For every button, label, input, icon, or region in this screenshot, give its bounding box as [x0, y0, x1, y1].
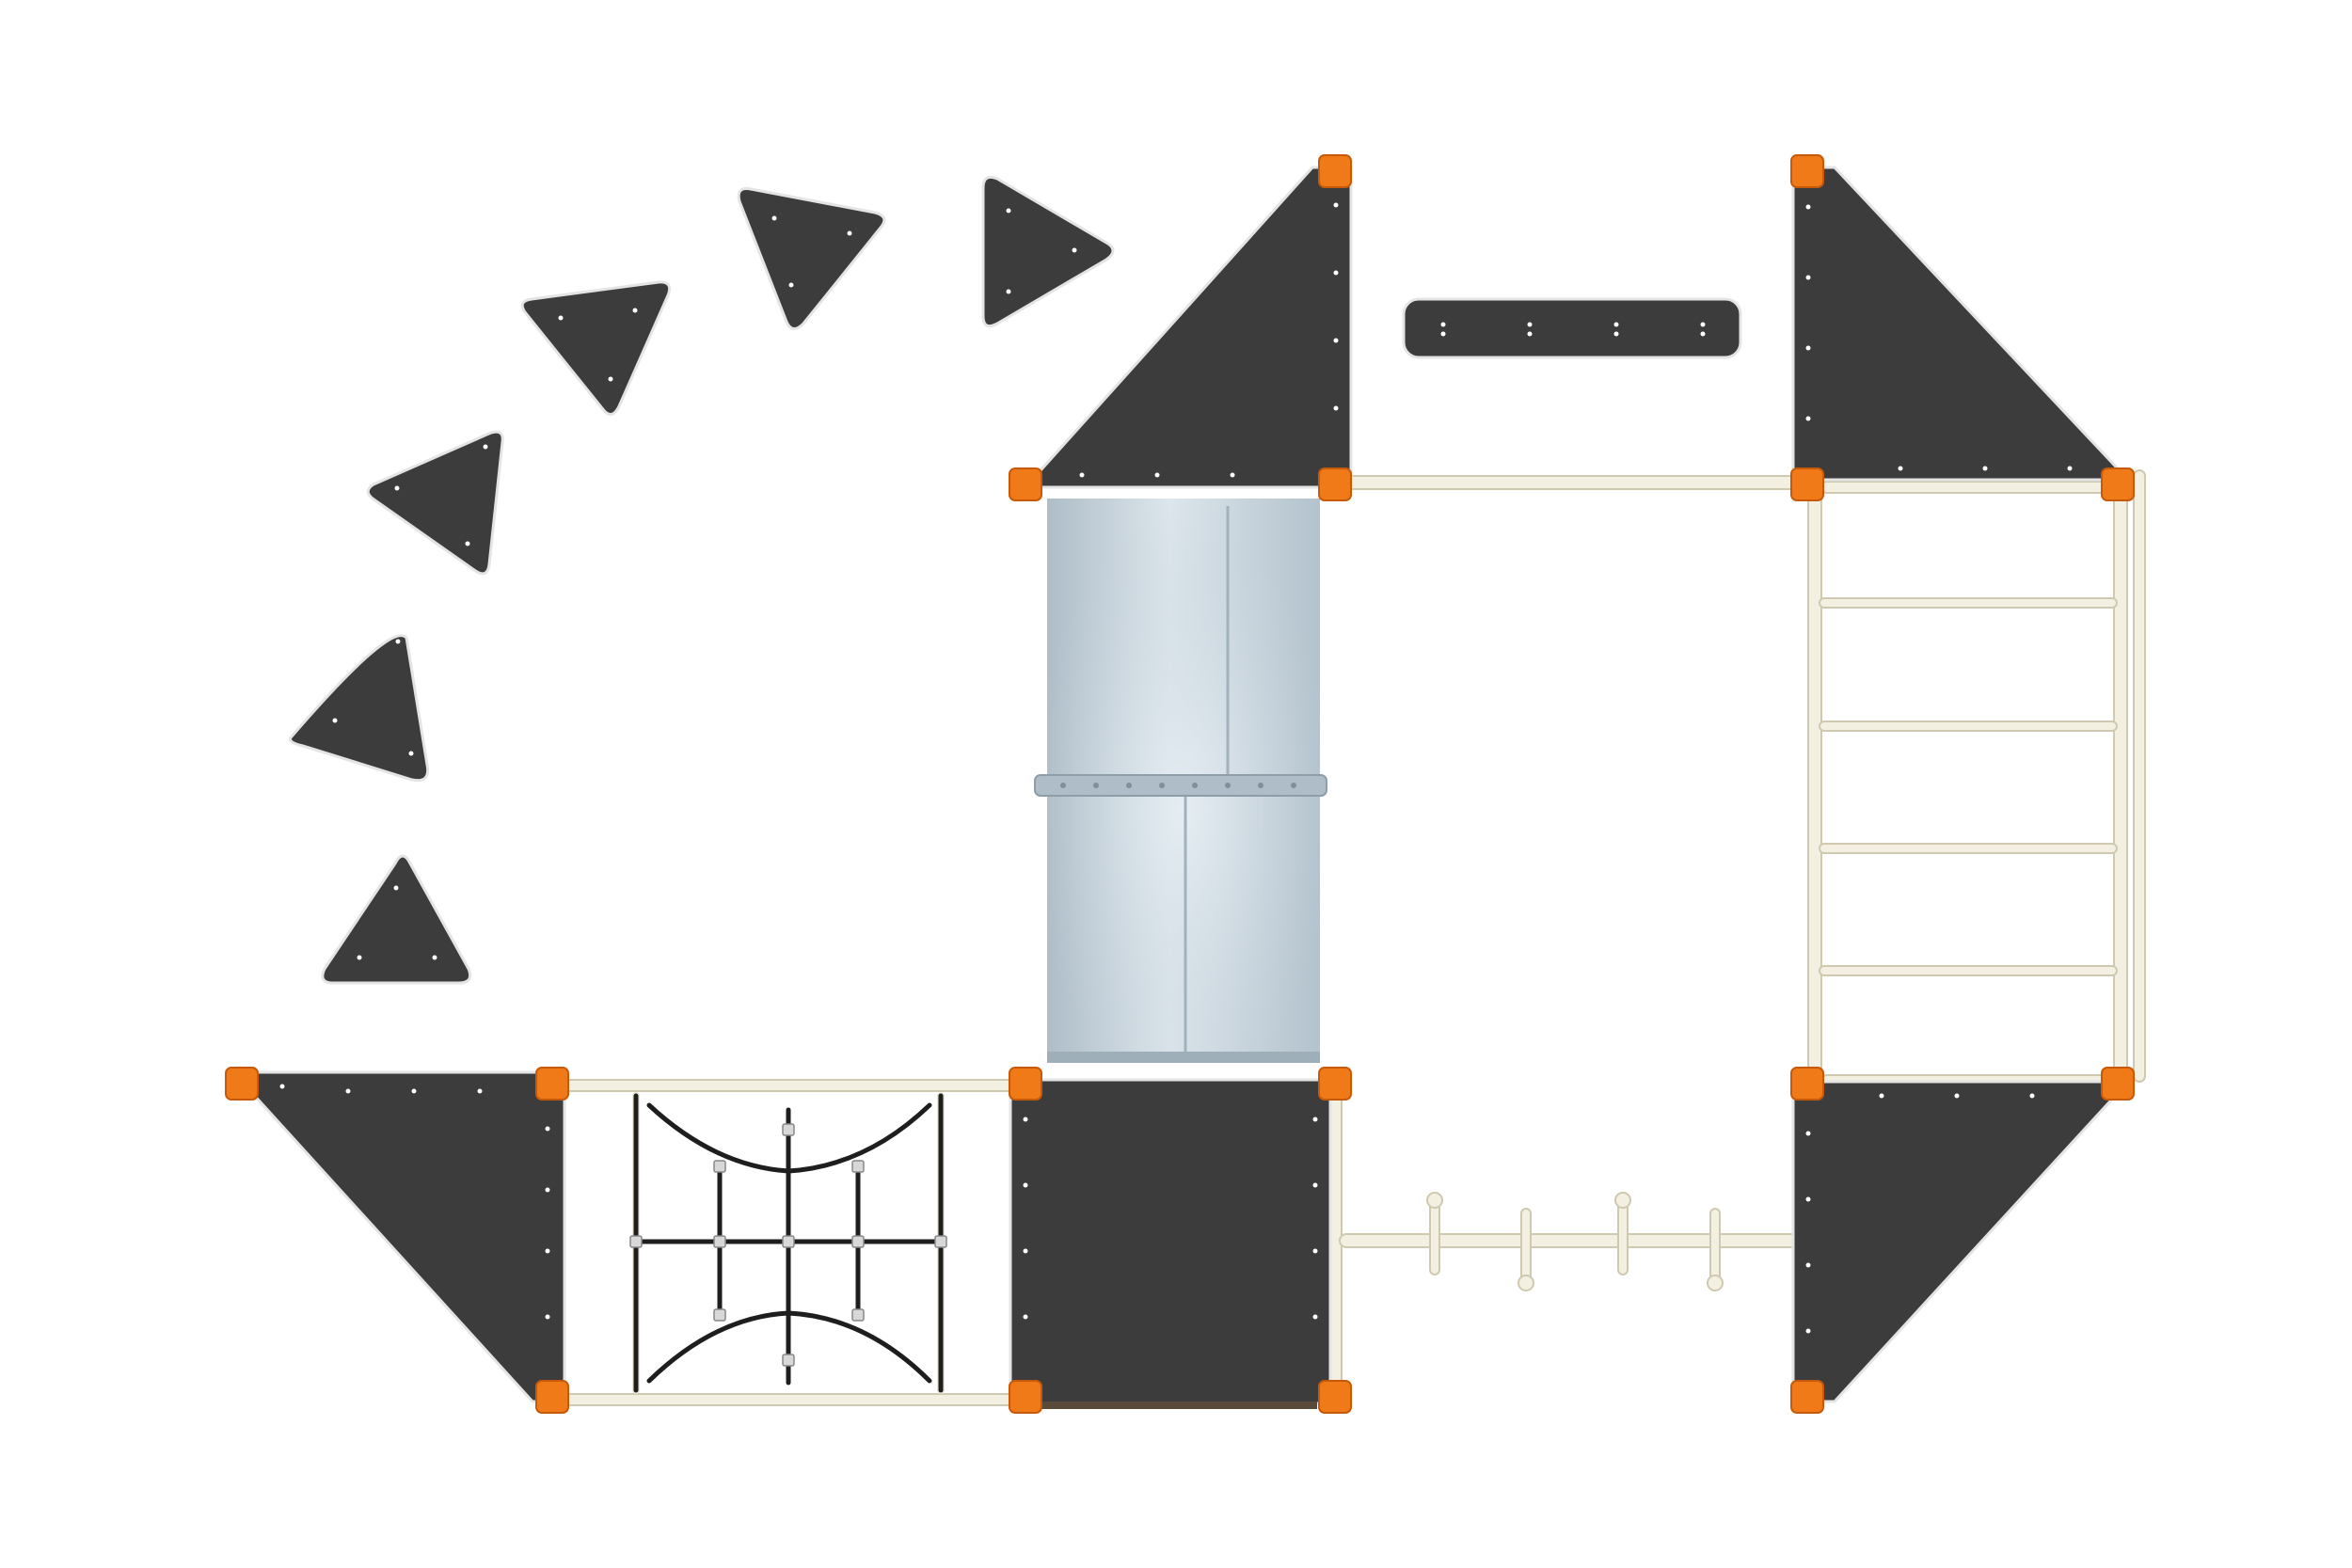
climbing-hold	[289, 634, 430, 783]
crawl-tube	[1034, 499, 1327, 1063]
rope-net	[629, 1092, 947, 1394]
decks	[230, 166, 2132, 1409]
corner-connector-icon	[1318, 1067, 1352, 1101]
climbing-hold	[321, 854, 472, 985]
corner-connector-icon	[1318, 154, 1352, 188]
triangle-deck	[1791, 1080, 2132, 1403]
corner-connector-icon	[1009, 467, 1042, 501]
corner-connector-icon	[2101, 467, 2135, 501]
triangle-deck	[1022, 166, 1353, 489]
corner-connector-icon	[1790, 1067, 1824, 1101]
climbing-hold	[981, 175, 1115, 328]
climbing-hold	[737, 187, 886, 330]
corner-connectors	[225, 154, 2135, 1414]
corner-connector-icon	[1318, 467, 1352, 501]
climbing-holds	[289, 175, 1115, 985]
corner-connector-icon	[1009, 1067, 1042, 1101]
corner-connector-icon	[1318, 1380, 1352, 1414]
triangle-deck	[230, 1070, 566, 1403]
climbing-hold	[366, 430, 504, 576]
climbing-hold	[520, 280, 672, 416]
corner-connector-icon	[1790, 467, 1824, 501]
corner-connector-icon	[1790, 1380, 1824, 1414]
corner-connector-icon	[535, 1380, 569, 1414]
triangle-deck	[1791, 166, 2132, 482]
square-deck	[1009, 1078, 1332, 1409]
climbing-bar	[1402, 297, 1742, 359]
corner-connector-icon	[1790, 154, 1824, 188]
corner-connector-icon	[1009, 1380, 1042, 1414]
corner-connector-icon	[535, 1067, 569, 1101]
wobble-bridge	[1426, 1192, 1724, 1291]
corner-connector-icon	[225, 1067, 259, 1101]
corner-connector-icon	[2101, 1067, 2135, 1101]
